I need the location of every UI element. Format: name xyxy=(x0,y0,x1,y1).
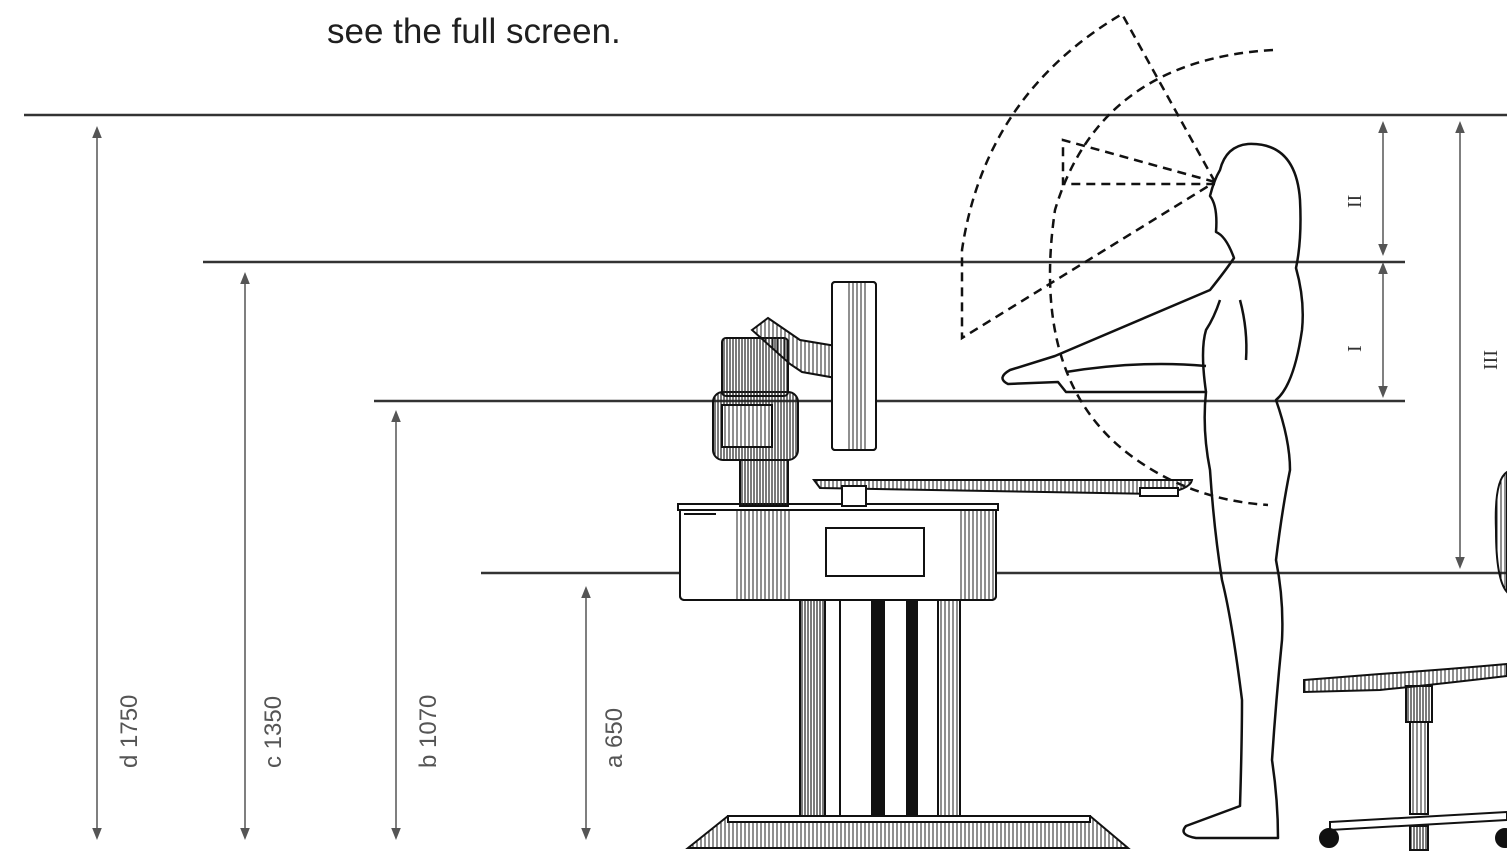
dimension-arrows xyxy=(92,121,1465,840)
monitor-housing-upper xyxy=(721,337,789,397)
desk-drawing xyxy=(677,281,1194,849)
desk-tray xyxy=(812,479,1194,496)
chair-gas-lift xyxy=(1405,685,1433,723)
desk-display-panel xyxy=(825,527,925,577)
caption-text: see the full screen. xyxy=(327,12,621,51)
chair-wheel xyxy=(1319,828,1339,848)
vision-cone-outer xyxy=(960,12,1217,341)
vision-cones xyxy=(960,12,1274,507)
chair-base xyxy=(1329,810,1507,832)
zone-label-II: II xyxy=(1344,195,1366,208)
dim-label-c: c 1350 xyxy=(260,696,287,768)
vision-cone-inner xyxy=(1061,138,1216,186)
zone-label-I: I xyxy=(1344,345,1366,352)
dim-label-b: b 1070 xyxy=(415,695,442,768)
chair-backrest xyxy=(1494,470,1507,594)
monitor-post xyxy=(739,459,789,507)
dim-label-a: a 650 xyxy=(601,708,628,768)
zone-label-III: III xyxy=(1480,350,1502,370)
reach-arc xyxy=(1048,48,1274,507)
chair-seat xyxy=(1303,662,1507,694)
dim-label-d: d 1750 xyxy=(116,695,143,768)
office-chair xyxy=(1303,470,1507,851)
human-figure xyxy=(1001,142,1304,840)
